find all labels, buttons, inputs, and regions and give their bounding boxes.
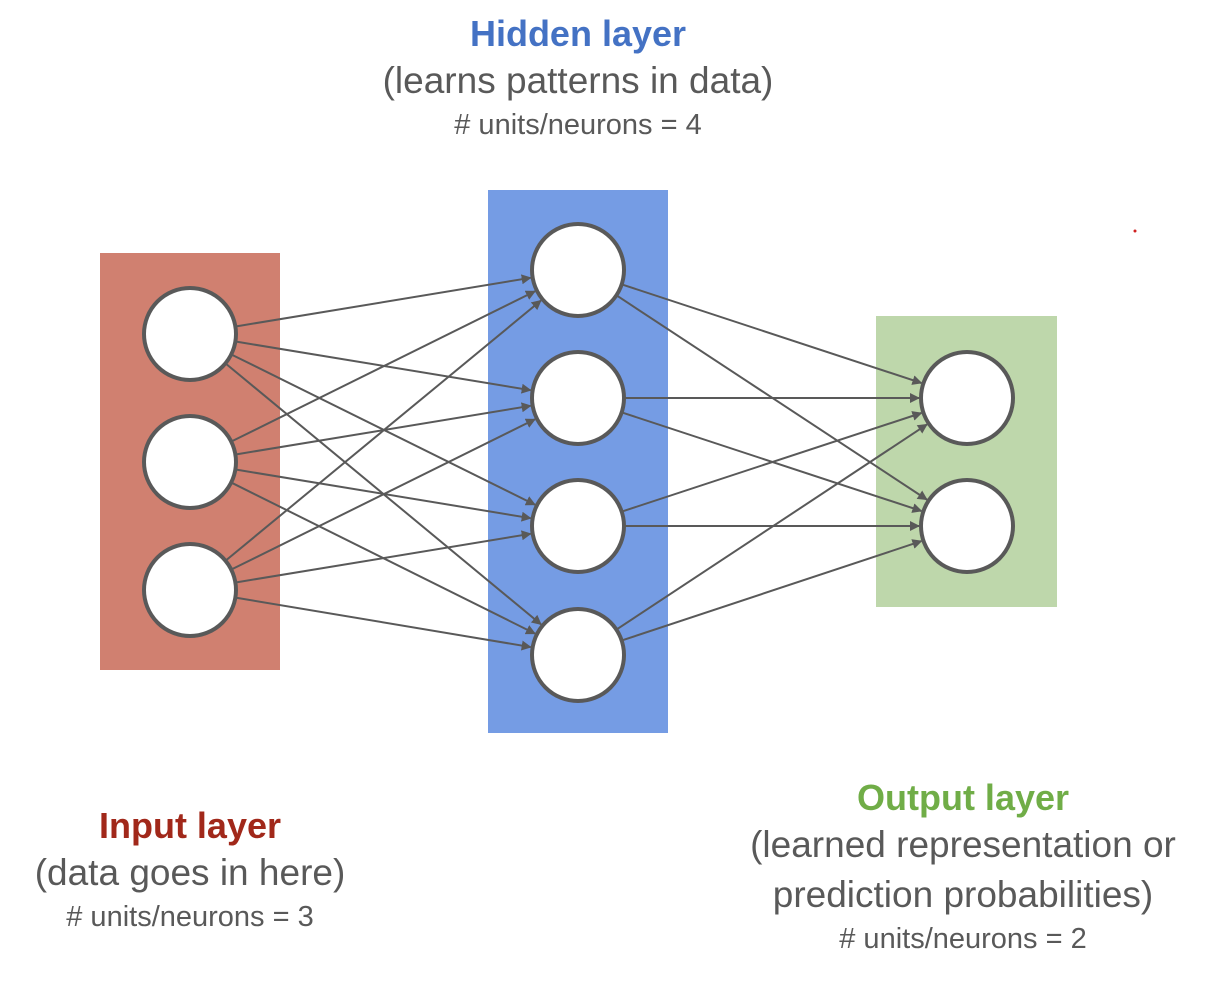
connection-input-3-to-hidden-2 xyxy=(231,418,536,571)
input-layer-label: Input layer (data goes in here) # units/… xyxy=(0,804,380,936)
connection-input-3-to-hidden-3 xyxy=(236,530,532,584)
connection-input-3-to-hidden-1 xyxy=(225,299,542,561)
output-layer-description-line-2: prediction probabilities) xyxy=(772,874,1154,915)
output-layer-description-line-1: (learned representation or xyxy=(750,824,1176,865)
input-neuron-2 xyxy=(142,414,238,510)
hidden-neuron-3 xyxy=(530,478,626,574)
hidden-neuron-4 xyxy=(530,607,626,703)
input-layer-title: Input layer xyxy=(98,805,282,846)
hidden-neuron-2 xyxy=(530,350,626,446)
connection-hidden-1-to-output-1 xyxy=(622,283,923,385)
output-layer-label: Output layer (learned representation or … xyxy=(700,776,1226,958)
connection-hidden-4-to-output-1 xyxy=(616,423,928,630)
connection-input-2-to-hidden-1 xyxy=(231,290,536,443)
hidden-neuron-1 xyxy=(530,222,626,318)
output-neuron-1 xyxy=(919,350,1015,446)
hidden-layer-label: Hidden layer (learns patterns in data) #… xyxy=(278,12,878,144)
input-neuron-1 xyxy=(142,286,238,382)
output-neuron-2 xyxy=(919,478,1015,574)
connection-hidden-4-to-output-2 xyxy=(622,539,923,642)
connection-input-1-to-hidden-1 xyxy=(236,274,532,328)
stray-mark xyxy=(1133,229,1137,233)
output-layer-units: # units/neurons = 2 xyxy=(839,923,1087,955)
connections xyxy=(225,274,928,651)
connection-hidden-3-to-output-1 xyxy=(622,411,923,513)
input-layer-units: # units/neurons = 3 xyxy=(66,901,314,933)
hidden-layer-title: Hidden layer xyxy=(469,13,687,54)
input-layer-description: (data goes in here) xyxy=(34,852,346,893)
output-layer-title: Output layer xyxy=(856,777,1070,818)
connection-input-3-to-hidden-4 xyxy=(236,596,532,651)
hidden-layer-units: # units/neurons = 4 xyxy=(454,109,702,141)
neurons xyxy=(142,222,1015,703)
hidden-layer-description: (learns patterns in data) xyxy=(382,60,774,101)
input-neuron-3 xyxy=(142,542,238,638)
